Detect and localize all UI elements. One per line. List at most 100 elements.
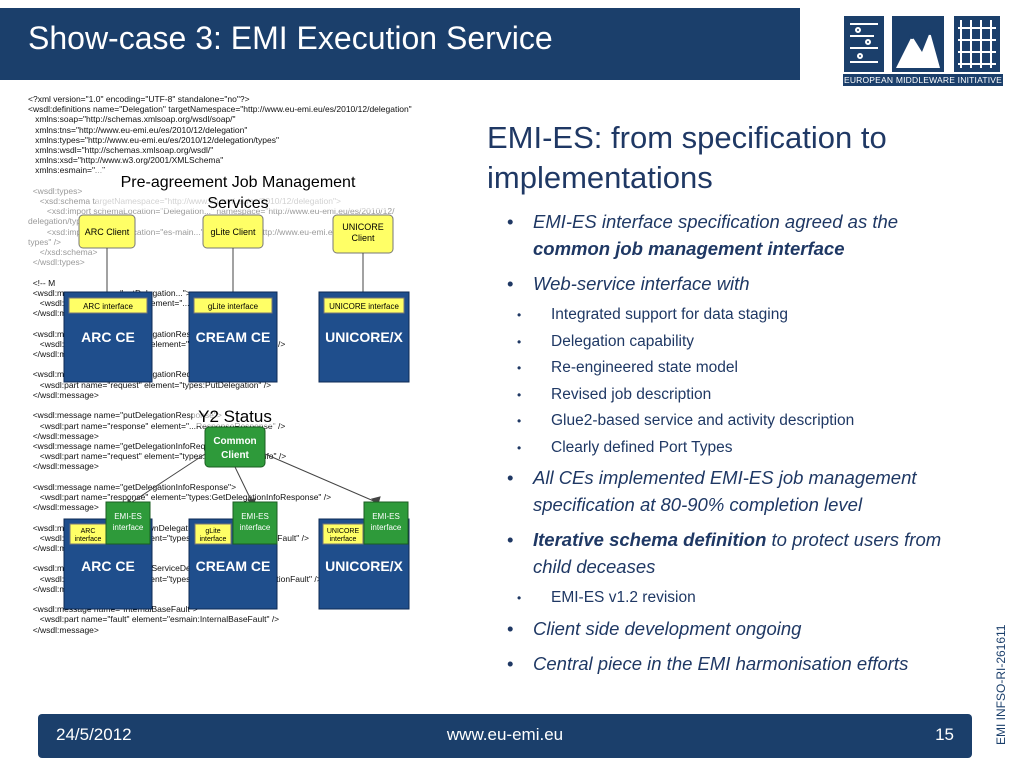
emi-es-label-2a: EMI-ES (241, 512, 269, 521)
common-client-line2: Client (221, 450, 249, 461)
interface-label-glite: gLite interface (208, 302, 259, 311)
page-number: 15 (935, 725, 954, 744)
architecture-diagram: Pre-agreement Job Management Services AR… (63, 168, 410, 610)
heading-line2: implementations (487, 160, 713, 195)
sub-bullet-revision: EMI-ES v1.2 revision (487, 588, 977, 608)
code-line: <wsdl:definitions name="Delegation" targ… (28, 104, 412, 115)
bullet-iterative-bold: Iterative schema definition (533, 529, 767, 550)
sub-bullet: Clearly defined Port Types (487, 438, 977, 458)
emi-logo (830, 6, 1015, 86)
client-box-unicore: UNICORE Client (332, 214, 394, 254)
interface-label-unicore: UNICORE interface (329, 302, 399, 311)
bullet-central-piece: Central piece in the EMI harmonisation e… (487, 650, 977, 677)
ce-label-cream-y2: CREAM CE (196, 558, 271, 574)
code-line: <wsdl:part name="request" element="types… (28, 379, 272, 390)
code-line: <xsd:import schemaLocation="es-main..." … (46, 226, 385, 237)
code-line: </wsdl:message> (28, 389, 99, 400)
ce-label-arc: ARC CE (81, 329, 135, 345)
code-line: </wsdl:types> (28, 257, 85, 268)
common-client-line1: Common (213, 436, 256, 447)
code-line: <wsdl:message name="putDelegationRequest… (32, 369, 216, 380)
bottom-if-glite-2: interface (200, 536, 227, 543)
bullet-iterative-text: to protect users from child deceases (533, 529, 942, 577)
ce-block-cream: gLite interface CREAM CE (188, 291, 278, 383)
bullet-spec-text: EMI-ES interface specification agreed as… (533, 211, 899, 232)
client-box-arc: ARC Client (78, 214, 136, 249)
code-line: <xsd:import schemaLocation="Delegation..… (28, 206, 395, 217)
code-line: </wsdl:message> (28, 502, 99, 513)
document-code: EMI INFSO-RI-261611 (994, 624, 1008, 745)
sub-bullet: Re-engineered state model (487, 358, 977, 378)
ce-label-unicore: UNICORE/X (325, 329, 403, 345)
bullet-spec: EMI-ES interface specification agreed as… (487, 208, 977, 262)
common-client-box: Common Client (204, 426, 266, 468)
architecture-figure: <?xml version="1.0" encoding="UTF-8" sta… (28, 94, 478, 679)
code-line: <wsdl:message name="InternalServiceDeleg… (32, 563, 248, 574)
slide-title: Show-case 3: EMI Execution Service (28, 20, 553, 56)
sub-bullet: Delegation capability (487, 332, 977, 352)
ce-block-unicore-y2: UNICORE interface EMI-ES interface UNICO… (318, 501, 410, 610)
code-line: <wsdl:part name="response" element="type… (28, 491, 332, 502)
bottom-if-unicore-2: interface (330, 536, 357, 543)
logo-subtitle: EUROPEAN MIDDLEWARE INITIATIVE (843, 74, 1003, 86)
code-line: <wsdl:message name="getDelegationInfoRes… (28, 481, 237, 492)
ce-block-arc: ARC interface ARC CE (63, 291, 153, 383)
client-label-arc: ARC Client (85, 227, 130, 237)
footer-date: 24/5/2012 (56, 725, 132, 744)
client-box-glite: gLite Client (202, 214, 264, 249)
pre-agreement-title-line1: Pre-agreement Job Management (121, 174, 356, 191)
section-heading: EMI-ES: from specification to implementa… (487, 118, 977, 198)
ce-block-arc-y2: ARC interface EMI-ES interface ARC CE (63, 501, 153, 610)
interface-label-arc: ARC interface (83, 302, 133, 311)
footer-url[interactable]: www.eu-emi.eu (446, 725, 564, 744)
code-line: types" /> (28, 236, 62, 247)
ce-label-arc-y2: ARC CE (81, 558, 135, 574)
emi-es-label-1a: EMI-ES (114, 512, 142, 521)
code-line: <!-- M (28, 277, 56, 288)
bullet-iterative: Iterative schema definition to protect u… (487, 526, 977, 580)
code-line: </xsd:schema> (28, 247, 98, 258)
bottom-if-unicore-1: UNICORE (327, 528, 360, 535)
bottom-if-arc-2: interface (75, 536, 102, 543)
code-line: </wsdl:message> (28, 430, 99, 441)
bullet-list: EMI-ES interface specification agreed as… (487, 208, 977, 677)
emi-es-label-2b: interface (240, 523, 271, 532)
emi-es-label-3a: EMI-ES (372, 512, 400, 521)
client-label-glite: gLite Client (210, 227, 256, 237)
code-line: <wsdl:message name="getDelegationRespons… (32, 328, 222, 339)
bullet-web-service: Web-service interface with (487, 270, 977, 297)
code-line: xmlns:types="http://www.eu-emi.eu/es/201… (28, 134, 280, 145)
code-line: <?xml version="1.0" encoding="UTF-8" sta… (28, 94, 250, 104)
content-panel: EMI-ES: from specification to implementa… (487, 118, 977, 685)
ce-block-cream-y2: gLite interface EMI-ES interface CREAM C… (188, 501, 278, 610)
code-line: xmlns:wsdl="http://schemas.xmlsoap.org/w… (28, 145, 214, 156)
code-line: <wsdl:message name="UnknownDelegationIDF… (32, 522, 235, 533)
client-label-unicore: UNICORE (342, 222, 384, 232)
ce-block-unicore: UNICORE interface UNICORE/X (318, 291, 410, 383)
client-label-unicore-2: Client (351, 233, 375, 243)
bullet-ces: All CEs implemented EMI-ES job managemen… (487, 464, 977, 518)
bottom-if-arc-1: ARC (81, 528, 96, 535)
ce-label-unicore-y2: UNICORE/X (325, 558, 403, 574)
sub-bullet: Revised job description (487, 385, 977, 405)
y2-status-title: Y2 Status (198, 407, 272, 426)
code-line: <wsdl:types> (28, 185, 83, 196)
bottom-if-glite-1: gLite (205, 528, 220, 535)
heading-line1: EMI-ES: from specification to (487, 120, 887, 155)
code-line: </wsdl:message> (28, 461, 99, 472)
pre-agreement-title-line2: Services (207, 195, 268, 212)
slide-header: Show-case 3: EMI Execution Service EUROP… (0, 0, 1023, 88)
code-line: xmlns:soap="http://schemas.xmlsoap.org/w… (28, 114, 236, 125)
code-line: <wsdl:message name="putDelegationRespons… (28, 410, 222, 421)
code-line: <wsdl:part name="fault" element="esmain:… (28, 614, 280, 625)
code-line: xmlns:esmain="..." (28, 165, 106, 176)
code-line: xmlns:xsd="http://www.w3.org/2001/XMLSch… (28, 155, 224, 166)
emi-es-label-1b: interface (113, 523, 144, 532)
code-line: <wsdl:message name="getDelegationInfoReq… (28, 440, 230, 451)
slide-footer: 24/5/2012 www.eu-emi.eu 15 (38, 714, 972, 758)
title-band (0, 8, 840, 80)
bullet-client-side: Client side development ongoing (487, 615, 977, 642)
code-line: </wsdl:message> (28, 624, 99, 635)
sub-bullet: Integrated support for data staging (487, 305, 977, 325)
emi-es-label-3b: interface (371, 523, 402, 532)
